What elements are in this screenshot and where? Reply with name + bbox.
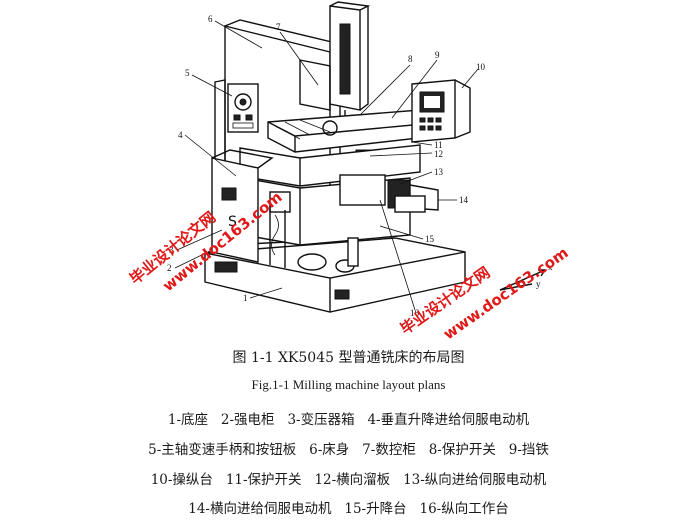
legend-item: 7-数控柜 bbox=[362, 442, 416, 458]
part-label-8: 8 bbox=[408, 54, 413, 64]
legend-item: 1-底座 bbox=[167, 412, 209, 428]
nc-cabinet bbox=[299, 1, 371, 131]
lift-table bbox=[254, 174, 439, 268]
legend-item: 14-横向进给伺服电动机 bbox=[188, 501, 332, 517]
legend-line-4: 14-横向进给伺服电动机 15-升降台 16-纵向工作台 bbox=[0, 497, 697, 517]
milling-machine-figure: S x y bbox=[126, 1, 572, 340]
part-label-12: 12 bbox=[434, 149, 443, 159]
spindle-panel bbox=[227, 83, 259, 133]
legend-item: 15-升降台 bbox=[344, 501, 407, 517]
axis-label-x: x bbox=[548, 262, 553, 272]
legend-line-2: 5-主轴变速手柄和按钮板 6-床身 7-数控柜 8-保护开关 9-挡铁 bbox=[0, 438, 697, 458]
part-label-3: 3 bbox=[169, 245, 174, 255]
part-label-7: 7 bbox=[276, 22, 281, 32]
leader-lines bbox=[174, 20, 479, 311]
legend-item: 9-挡铁 bbox=[508, 442, 549, 458]
part-label-15: 15 bbox=[425, 234, 435, 244]
part-label-10: 10 bbox=[476, 62, 486, 72]
figure-caption-cn: 图 1-1 XK5045 型普通铣床的布局图 bbox=[232, 350, 465, 366]
operator-console bbox=[411, 79, 471, 143]
axis-indicator: x y bbox=[499, 262, 553, 291]
electrical-cabinet: S bbox=[211, 149, 291, 263]
svg-text:S: S bbox=[228, 214, 237, 230]
legend-item: 13-纵向进给伺服电动机 bbox=[403, 472, 547, 488]
legend-item: 2-强电柜 bbox=[220, 412, 275, 428]
legend-item: 6-床身 bbox=[309, 442, 350, 458]
part-label-11: 11 bbox=[434, 140, 443, 150]
part-label-14: 14 bbox=[459, 195, 469, 205]
part-label-6: 6 bbox=[208, 14, 213, 24]
part-label-1: 1 bbox=[243, 293, 248, 303]
legend-item: 8-保护开关 bbox=[428, 442, 496, 458]
legend-line-3: 10-操纵台 11-保护开关 12-横向溜板 13-纵向进给伺服电动机 bbox=[0, 468, 697, 488]
part-label-16: 16 bbox=[410, 308, 420, 318]
legend-item: 4-垂直升降进给伺服电动机 bbox=[367, 412, 530, 428]
legend-item: 12-横向溜板 bbox=[314, 472, 391, 488]
part-label-4: 4 bbox=[178, 130, 183, 140]
axis-label-y: y bbox=[536, 279, 541, 289]
part-label-9: 9 bbox=[435, 50, 440, 60]
legend-line-1: 1-底座 2-强电柜 3-变压器箱 4-垂直升降进给伺服电动机 bbox=[0, 408, 697, 428]
legend-item: 3-变压器箱 bbox=[287, 412, 355, 428]
legend-item: 10-操纵台 bbox=[150, 472, 213, 488]
part-label-2: 2 bbox=[167, 263, 172, 273]
legend-item: 5-主轴变速手柄和按钮板 bbox=[148, 442, 297, 458]
legend-item: 11-保护开关 bbox=[225, 472, 302, 488]
figure-caption-en: Fig.1-1 Milling machine layout plans bbox=[251, 377, 446, 392]
part-label-13: 13 bbox=[434, 167, 444, 177]
part-label-5: 5 bbox=[185, 68, 190, 78]
part-labels: 1 2 3 4 5 6 7 8 9 10 11 12 13 14 15 16 bbox=[167, 14, 486, 318]
legend-item: 16-纵向工作台 bbox=[419, 501, 509, 517]
